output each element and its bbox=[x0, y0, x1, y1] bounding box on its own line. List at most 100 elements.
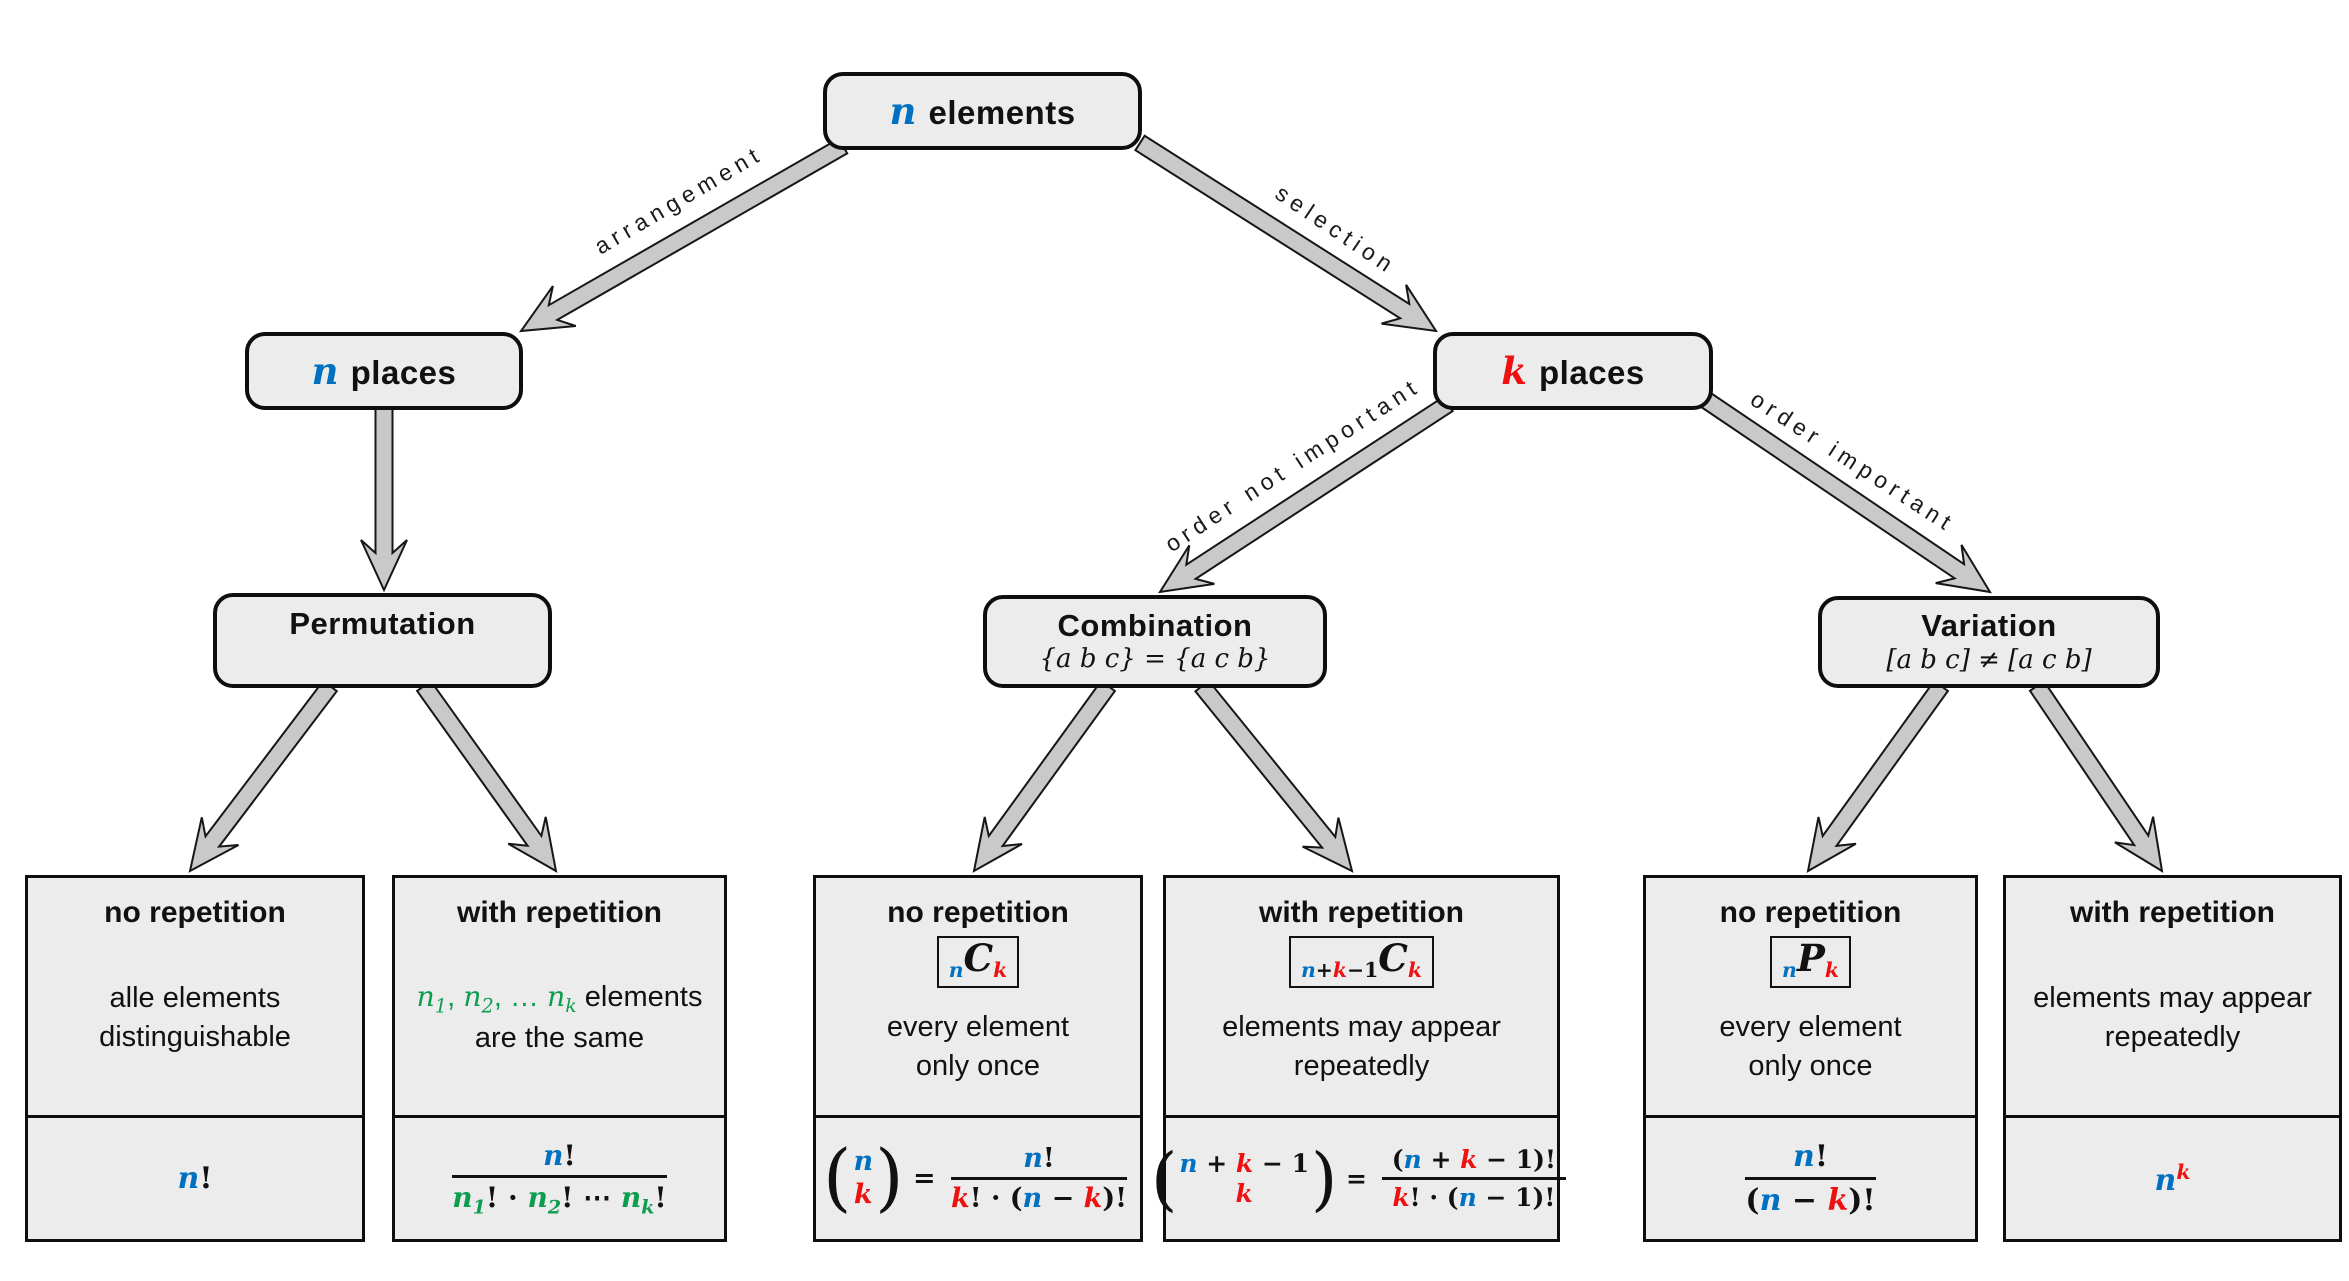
node-n-elements: n elements bbox=[823, 72, 1142, 150]
leaf-combination-with-repetition: with repetition n+k−1Ck elements may appea… bbox=[1151, 875, 1566, 1242]
math-token: , … bbox=[493, 980, 547, 1013]
math-token: )! bbox=[1102, 1183, 1127, 1214]
arrow-combination-no-rep bbox=[972, 679, 1117, 873]
arrow-combination-with-rep bbox=[1193, 679, 1354, 873]
math-token: n bbox=[949, 948, 964, 980]
math-token: places bbox=[340, 353, 457, 391]
binomial-bottom: k bbox=[1179, 1179, 1309, 1209]
node-k-places: k places bbox=[1433, 332, 1713, 410]
math-token: [a b c] ≠ [a c b] bbox=[1886, 644, 2092, 675]
subscript: n bbox=[949, 958, 964, 982]
math-token: ( bbox=[1745, 1183, 1760, 1218]
subscript: 2 bbox=[482, 994, 494, 1017]
math-token: k bbox=[1824, 957, 1839, 982]
math-token: k bbox=[1408, 948, 1422, 980]
subscript: n+k−1 bbox=[1301, 958, 1378, 982]
denominator: n1! · n2! ⋯ nk! bbox=[452, 1178, 666, 1219]
numerator: (n + k − 1)! bbox=[1381, 1145, 1566, 1180]
math-token: ! bbox=[654, 1180, 667, 1214]
node-subtitle: [a b c] ≠ [a c b] bbox=[1886, 645, 2091, 675]
math-token: = bbox=[903, 1163, 945, 1194]
numerator: n! bbox=[950, 1143, 1127, 1180]
description-line: repeatedly bbox=[1222, 1047, 1501, 1085]
math-token: − bbox=[1042, 1183, 1084, 1214]
arrow-variation-with-rep bbox=[2028, 679, 2164, 873]
numerator: n! bbox=[1745, 1139, 1876, 1180]
math-token: repeatedly bbox=[2104, 1020, 2241, 1053]
node-n-places: n places bbox=[245, 332, 523, 410]
fraction: (n + k − 1)!k! · (n − 1)! bbox=[1381, 1145, 1566, 1212]
math-token: k bbox=[1083, 1183, 1103, 1214]
math-token: 1 bbox=[434, 994, 448, 1018]
leaf-formula: n! bbox=[28, 1118, 362, 1239]
math-token: n bbox=[1403, 1145, 1422, 1174]
arrow-order-important bbox=[1699, 391, 1992, 594]
leaf-formula: nk bbox=[2006, 1118, 2339, 1239]
leaf-heading: no repetition bbox=[104, 896, 286, 929]
binomial-bottom: k bbox=[853, 1179, 873, 1211]
math-token: n bbox=[853, 1146, 874, 1178]
subscript: k bbox=[993, 958, 1007, 982]
superscript: k bbox=[2176, 1160, 2190, 1184]
leaf-heading: no repetition bbox=[1719, 896, 1902, 929]
subscript: 1 bbox=[435, 994, 447, 1017]
leaf-formula: n!n1! · n2! ⋯ nk! bbox=[395, 1118, 724, 1239]
math-token: n bbox=[1782, 957, 1797, 982]
math-token: k bbox=[1460, 1145, 1478, 1174]
node-title: Variation bbox=[1921, 609, 2056, 643]
math-token: n2 bbox=[527, 1180, 562, 1219]
math-token: k bbox=[1407, 957, 1423, 982]
math-token: k bbox=[853, 1178, 873, 1210]
leaf-formula: n!(n − k)! bbox=[1646, 1118, 1975, 1239]
math-token: + bbox=[1315, 957, 1333, 982]
math-token: n bbox=[1458, 1183, 1477, 1212]
arrow-arrangement bbox=[518, 137, 849, 333]
description-line: are the same bbox=[417, 1019, 703, 1057]
math-token: elements bbox=[918, 93, 1076, 131]
math-token: C bbox=[1378, 936, 1408, 980]
math-token: k bbox=[1392, 1183, 1410, 1212]
fraction: n!k! · (n − k)! bbox=[950, 1143, 1127, 1214]
math-token: = bbox=[1337, 1164, 1376, 1193]
node-title: Permutation bbox=[289, 606, 475, 641]
math-token: 2 bbox=[547, 1196, 562, 1219]
math-token: n bbox=[1300, 957, 1316, 982]
math-token: ! · ( bbox=[969, 1183, 1023, 1214]
math-token: n bbox=[889, 88, 917, 133]
math-token: n bbox=[1782, 948, 1797, 980]
denominator: k! · (n − 1)! bbox=[1382, 1180, 1566, 1212]
subscript: k bbox=[1408, 958, 1422, 982]
open-paren: ( bbox=[1151, 1137, 1178, 1219]
math-token: every element bbox=[1719, 1011, 1902, 1044]
node-variation: Variation [a b c] ≠ [a c b] bbox=[1818, 596, 2160, 688]
math-token: n bbox=[1022, 1183, 1043, 1214]
math-token: ! · ( bbox=[1409, 1183, 1459, 1212]
math-token: k bbox=[993, 948, 1007, 980]
leaf-symbol-badge: nPk bbox=[1770, 936, 1851, 989]
math-token: n2 bbox=[463, 979, 494, 1018]
math-token: n bbox=[1793, 1139, 1815, 1174]
subscript: 1 bbox=[473, 1196, 486, 1218]
math-token: + bbox=[1421, 1145, 1461, 1174]
arrow-selection bbox=[1134, 134, 1439, 333]
math-token: places bbox=[1529, 353, 1645, 391]
leaf-heading: with repetition bbox=[1259, 896, 1464, 929]
subscript: n bbox=[1782, 958, 1797, 982]
math-token: + bbox=[1197, 1148, 1236, 1178]
math-token: k bbox=[1501, 348, 1528, 393]
